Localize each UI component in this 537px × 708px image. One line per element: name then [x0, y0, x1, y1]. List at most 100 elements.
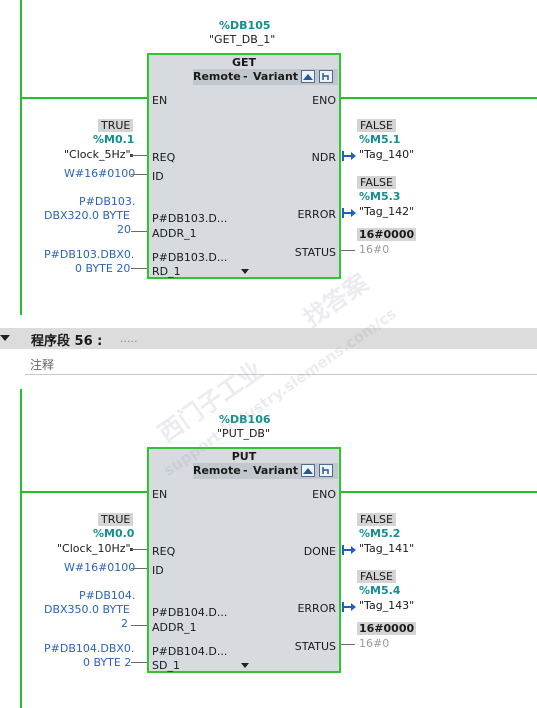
put-status-value: 16#0000	[357, 622, 417, 635]
get-addr1-inner: P#DB103.D...	[152, 212, 228, 225]
get-pin-addr1: ADDR_1	[152, 227, 197, 240]
put-pin-en: EN	[152, 488, 168, 501]
get-rd1-line	[131, 268, 147, 269]
get-pin-error: ERROR	[297, 208, 336, 221]
put-done-symbol[interactable]: "Tag_141"	[359, 542, 415, 555]
get-req-value: TRUE	[98, 119, 134, 132]
get-rd1-inner: P#DB103.D...	[152, 251, 228, 264]
put-status-line	[341, 644, 355, 645]
en-wire-get	[20, 97, 147, 99]
put-sd1-inner: P#DB104.D...	[152, 645, 228, 658]
get-pin-id: ID	[152, 170, 164, 183]
put-pin-addr1: ADDR_1	[152, 621, 197, 634]
get-id-value[interactable]: W#16#0100	[64, 167, 136, 180]
get-block-type: GET	[231, 56, 257, 69]
put-block-type: PUT	[231, 450, 257, 463]
put-pin-status: STATUS	[294, 640, 336, 653]
put-option-variant[interactable]: Variant	[253, 464, 299, 477]
comment-separator	[25, 374, 537, 375]
get-req-symbol[interactable]: "Clock_5Hz"	[64, 148, 131, 161]
param-icon[interactable]	[319, 464, 333, 477]
put-done-arrow	[342, 545, 356, 555]
put-sd1-line2[interactable]: 0 BYTE 2	[83, 656, 132, 669]
get-addr1-line2[interactable]: DBX320.0 BYTE	[44, 209, 130, 222]
put-error-arrow	[342, 602, 356, 612]
put-id-value[interactable]: W#16#0100	[64, 561, 136, 574]
get-block[interactable]: GET Remote - Variant EN ENO REQ NDR ID P…	[147, 53, 341, 279]
put-pin-eno: ENO	[312, 488, 336, 501]
network-title-dots[interactable]: .....	[120, 332, 138, 345]
put-pin-req: REQ	[152, 545, 176, 558]
put-addr1-inner: P#DB104.D...	[152, 606, 228, 619]
put-pin-done: DONE	[303, 545, 336, 558]
get-options-row[interactable]: Remote - Variant	[193, 69, 338, 85]
get-option-remote[interactable]: Remote	[193, 70, 241, 83]
put-addr1-line2[interactable]: DBX350.0 BYTE	[44, 603, 130, 616]
get-option-variant[interactable]: Variant	[253, 70, 299, 83]
get-addr1-line	[131, 231, 147, 232]
expand-triangle-icon[interactable]	[241, 663, 249, 668]
put-pin-id: ID	[152, 564, 164, 577]
get-error-symbol[interactable]: "Tag_142"	[359, 205, 415, 218]
expand-triangle-icon[interactable]	[241, 269, 249, 274]
param-icon[interactable]	[319, 70, 333, 83]
get-pin-status: STATUS	[294, 246, 336, 259]
get-addr1-line3[interactable]: 20	[117, 223, 131, 236]
put-pin-sd1: SD_1	[152, 659, 180, 672]
put-option-dash: -	[243, 464, 248, 477]
put-addr1-line	[131, 625, 147, 626]
get-rd1-line2[interactable]: 0 BYTE 20	[75, 262, 131, 275]
put-req-address[interactable]: %M0.0	[93, 527, 135, 540]
get-id-line	[131, 174, 147, 175]
get-pin-req: REQ	[152, 151, 176, 164]
put-option-remote[interactable]: Remote	[193, 464, 241, 477]
put-id-line	[131, 568, 147, 569]
put-req-line	[131, 549, 147, 550]
put-status-gray: 16#0	[359, 637, 390, 650]
put-instance-db[interactable]: %DB106	[219, 413, 271, 426]
get-req-address[interactable]: %M0.1	[93, 133, 135, 146]
tool-icon[interactable]	[301, 70, 315, 83]
get-ndr-value: FALSE	[357, 119, 396, 132]
put-addr1-line1[interactable]: P#DB104.	[79, 589, 136, 602]
get-rd1-line1[interactable]: P#DB103.DBX0.	[44, 248, 135, 261]
get-status-value: 16#0000	[357, 228, 417, 241]
get-pin-ndr: NDR	[311, 151, 336, 164]
put-block[interactable]: PUT Remote - Variant EN ENO REQ DONE ID …	[147, 447, 341, 673]
get-status-gray: 16#0	[359, 243, 390, 256]
get-req-line	[131, 155, 147, 156]
put-req-symbol[interactable]: "Clock_10Hz"	[57, 542, 131, 555]
put-error-value: FALSE	[357, 570, 396, 583]
get-pin-en: EN	[152, 94, 168, 107]
put-error-symbol[interactable]: "Tag_143"	[359, 599, 415, 612]
get-instance-db[interactable]: %DB105	[219, 19, 271, 32]
power-rail-bottom	[20, 389, 22, 708]
get-ndr-arrow	[342, 151, 356, 161]
put-options-row[interactable]: Remote - Variant	[193, 463, 338, 479]
put-sd1-line	[131, 662, 147, 663]
get-pin-rd1: RD_1	[152, 265, 181, 278]
get-ndr-symbol[interactable]: "Tag_140"	[359, 148, 415, 161]
put-addr1-line3[interactable]: 2	[121, 617, 128, 630]
put-pin-error: ERROR	[297, 602, 336, 615]
get-ndr-address[interactable]: %M5.1	[359, 133, 401, 146]
power-rail-top	[20, 0, 22, 315]
network-comment[interactable]: 注释	[30, 358, 55, 372]
get-addr1-line1[interactable]: P#DB103.	[79, 195, 136, 208]
collapse-arrow-icon[interactable]	[0, 335, 10, 341]
network-header[interactable]: 程序段 56 : .....	[0, 328, 537, 349]
put-instance-name[interactable]: "PUT_DB"	[217, 427, 271, 440]
tool-icon[interactable]	[301, 464, 315, 477]
get-error-arrow	[342, 208, 356, 218]
put-done-value: FALSE	[357, 513, 396, 526]
put-done-address[interactable]: %M5.2	[359, 527, 401, 540]
get-error-address[interactable]: %M5.3	[359, 190, 401, 203]
put-sd1-line1[interactable]: P#DB104.DBX0.	[44, 642, 135, 655]
eno-wire-get	[341, 97, 537, 99]
eno-wire-put	[341, 491, 537, 493]
get-option-dash: -	[243, 70, 248, 83]
put-error-address[interactable]: %M5.4	[359, 584, 401, 597]
put-req-value: TRUE	[98, 513, 134, 526]
get-instance-name[interactable]: "GET_DB_1"	[209, 33, 276, 46]
get-error-value: FALSE	[357, 176, 396, 189]
